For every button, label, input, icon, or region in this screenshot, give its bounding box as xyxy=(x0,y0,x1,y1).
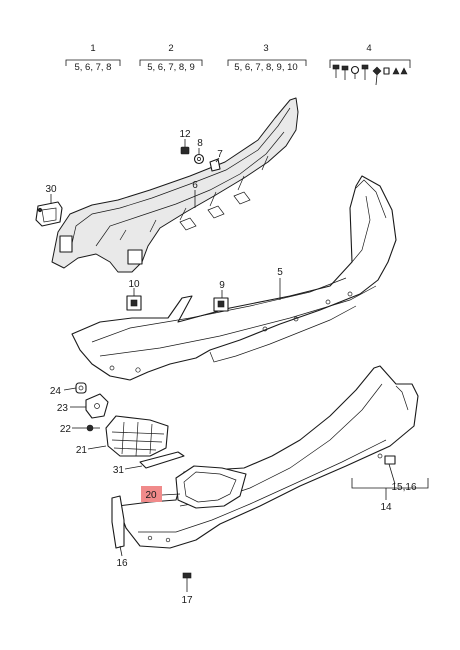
bracket-part-10[interactable] xyxy=(126,295,142,311)
callout-16[interactable]: 16 xyxy=(116,558,128,569)
callout-24[interactable]: 24 xyxy=(50,386,62,397)
grille-part-21[interactable] xyxy=(105,415,169,457)
callout-17[interactable]: 17 xyxy=(181,595,193,606)
washer-part-8[interactable] xyxy=(193,153,205,165)
callout-22[interactable]: 22 xyxy=(60,424,72,435)
leader-lines xyxy=(50,139,429,592)
group-bracket-3[interactable]: 3 5, 6, 7, 8, 9, 10 xyxy=(227,43,307,73)
group-bracket-line-4 xyxy=(329,59,411,68)
group-contents-3: 5, 6, 7, 8, 9, 10 xyxy=(234,62,297,73)
callout-10[interactable]: 10 xyxy=(128,279,140,290)
group-contents-2: 5, 6, 7, 8, 9 xyxy=(147,62,195,73)
group-bracket-2[interactable]: 2 5, 6, 7, 8, 9 xyxy=(139,43,203,73)
bracket-part-30[interactable] xyxy=(35,201,63,227)
callout-15-16[interactable]: 15,16 xyxy=(391,482,416,493)
bracket-part-23[interactable] xyxy=(85,393,109,419)
callout-31[interactable]: 31 xyxy=(113,465,125,476)
group-number-1: 1 xyxy=(90,43,95,54)
screw-part-17[interactable] xyxy=(182,572,192,586)
callout-8[interactable]: 8 xyxy=(197,138,203,149)
callout-6[interactable]: 6 xyxy=(192,180,198,191)
group-bracket-line-3 xyxy=(227,59,307,66)
trim-strip-part-31[interactable] xyxy=(139,451,185,469)
callout-20[interactable]: 20 xyxy=(145,490,157,501)
group-contents-1: 5, 6, 7, 8 xyxy=(75,62,112,73)
group-bracket-line-1 xyxy=(65,59,121,66)
group-number-4: 4 xyxy=(366,43,371,54)
group-bracket-1[interactable]: 1 5, 6, 7, 8 xyxy=(65,43,121,73)
fastener-set-icon xyxy=(332,64,408,86)
bracket-part-9[interactable] xyxy=(213,297,229,312)
group-number-3: 3 xyxy=(263,43,268,54)
group-bracket-4[interactable]: 4 xyxy=(329,43,411,86)
clip-part-15-16[interactable] xyxy=(384,455,396,465)
bumper-carrier-part-6[interactable] xyxy=(51,97,299,273)
callout-labels: 12 8 7 6 30 5 10 9 24 23 22 21 31 20 15,… xyxy=(45,129,417,606)
callout-14[interactable]: 14 xyxy=(380,502,392,513)
grommet-part-24[interactable] xyxy=(75,382,87,394)
callout-12[interactable]: 12 xyxy=(179,129,191,140)
clip-part-7[interactable] xyxy=(209,158,221,172)
screw-part-22[interactable] xyxy=(86,424,100,432)
callout-30[interactable]: 30 xyxy=(45,184,57,195)
callout-5[interactable]: 5 xyxy=(277,267,283,278)
callout-20-highlight xyxy=(141,486,162,502)
bumper-cover-upper-part-5[interactable] xyxy=(71,175,397,381)
callout-9[interactable]: 9 xyxy=(219,280,225,291)
group-number-2: 2 xyxy=(168,43,173,54)
group-bracket-line-2 xyxy=(139,59,203,66)
cover-part-20[interactable] xyxy=(175,465,247,509)
callout-23[interactable]: 23 xyxy=(57,403,69,414)
callout-21[interactable]: 21 xyxy=(76,445,88,456)
callout-7[interactable]: 7 xyxy=(217,149,223,160)
side-trim-part-16[interactable] xyxy=(111,495,125,549)
clip-part-12[interactable] xyxy=(180,146,190,155)
